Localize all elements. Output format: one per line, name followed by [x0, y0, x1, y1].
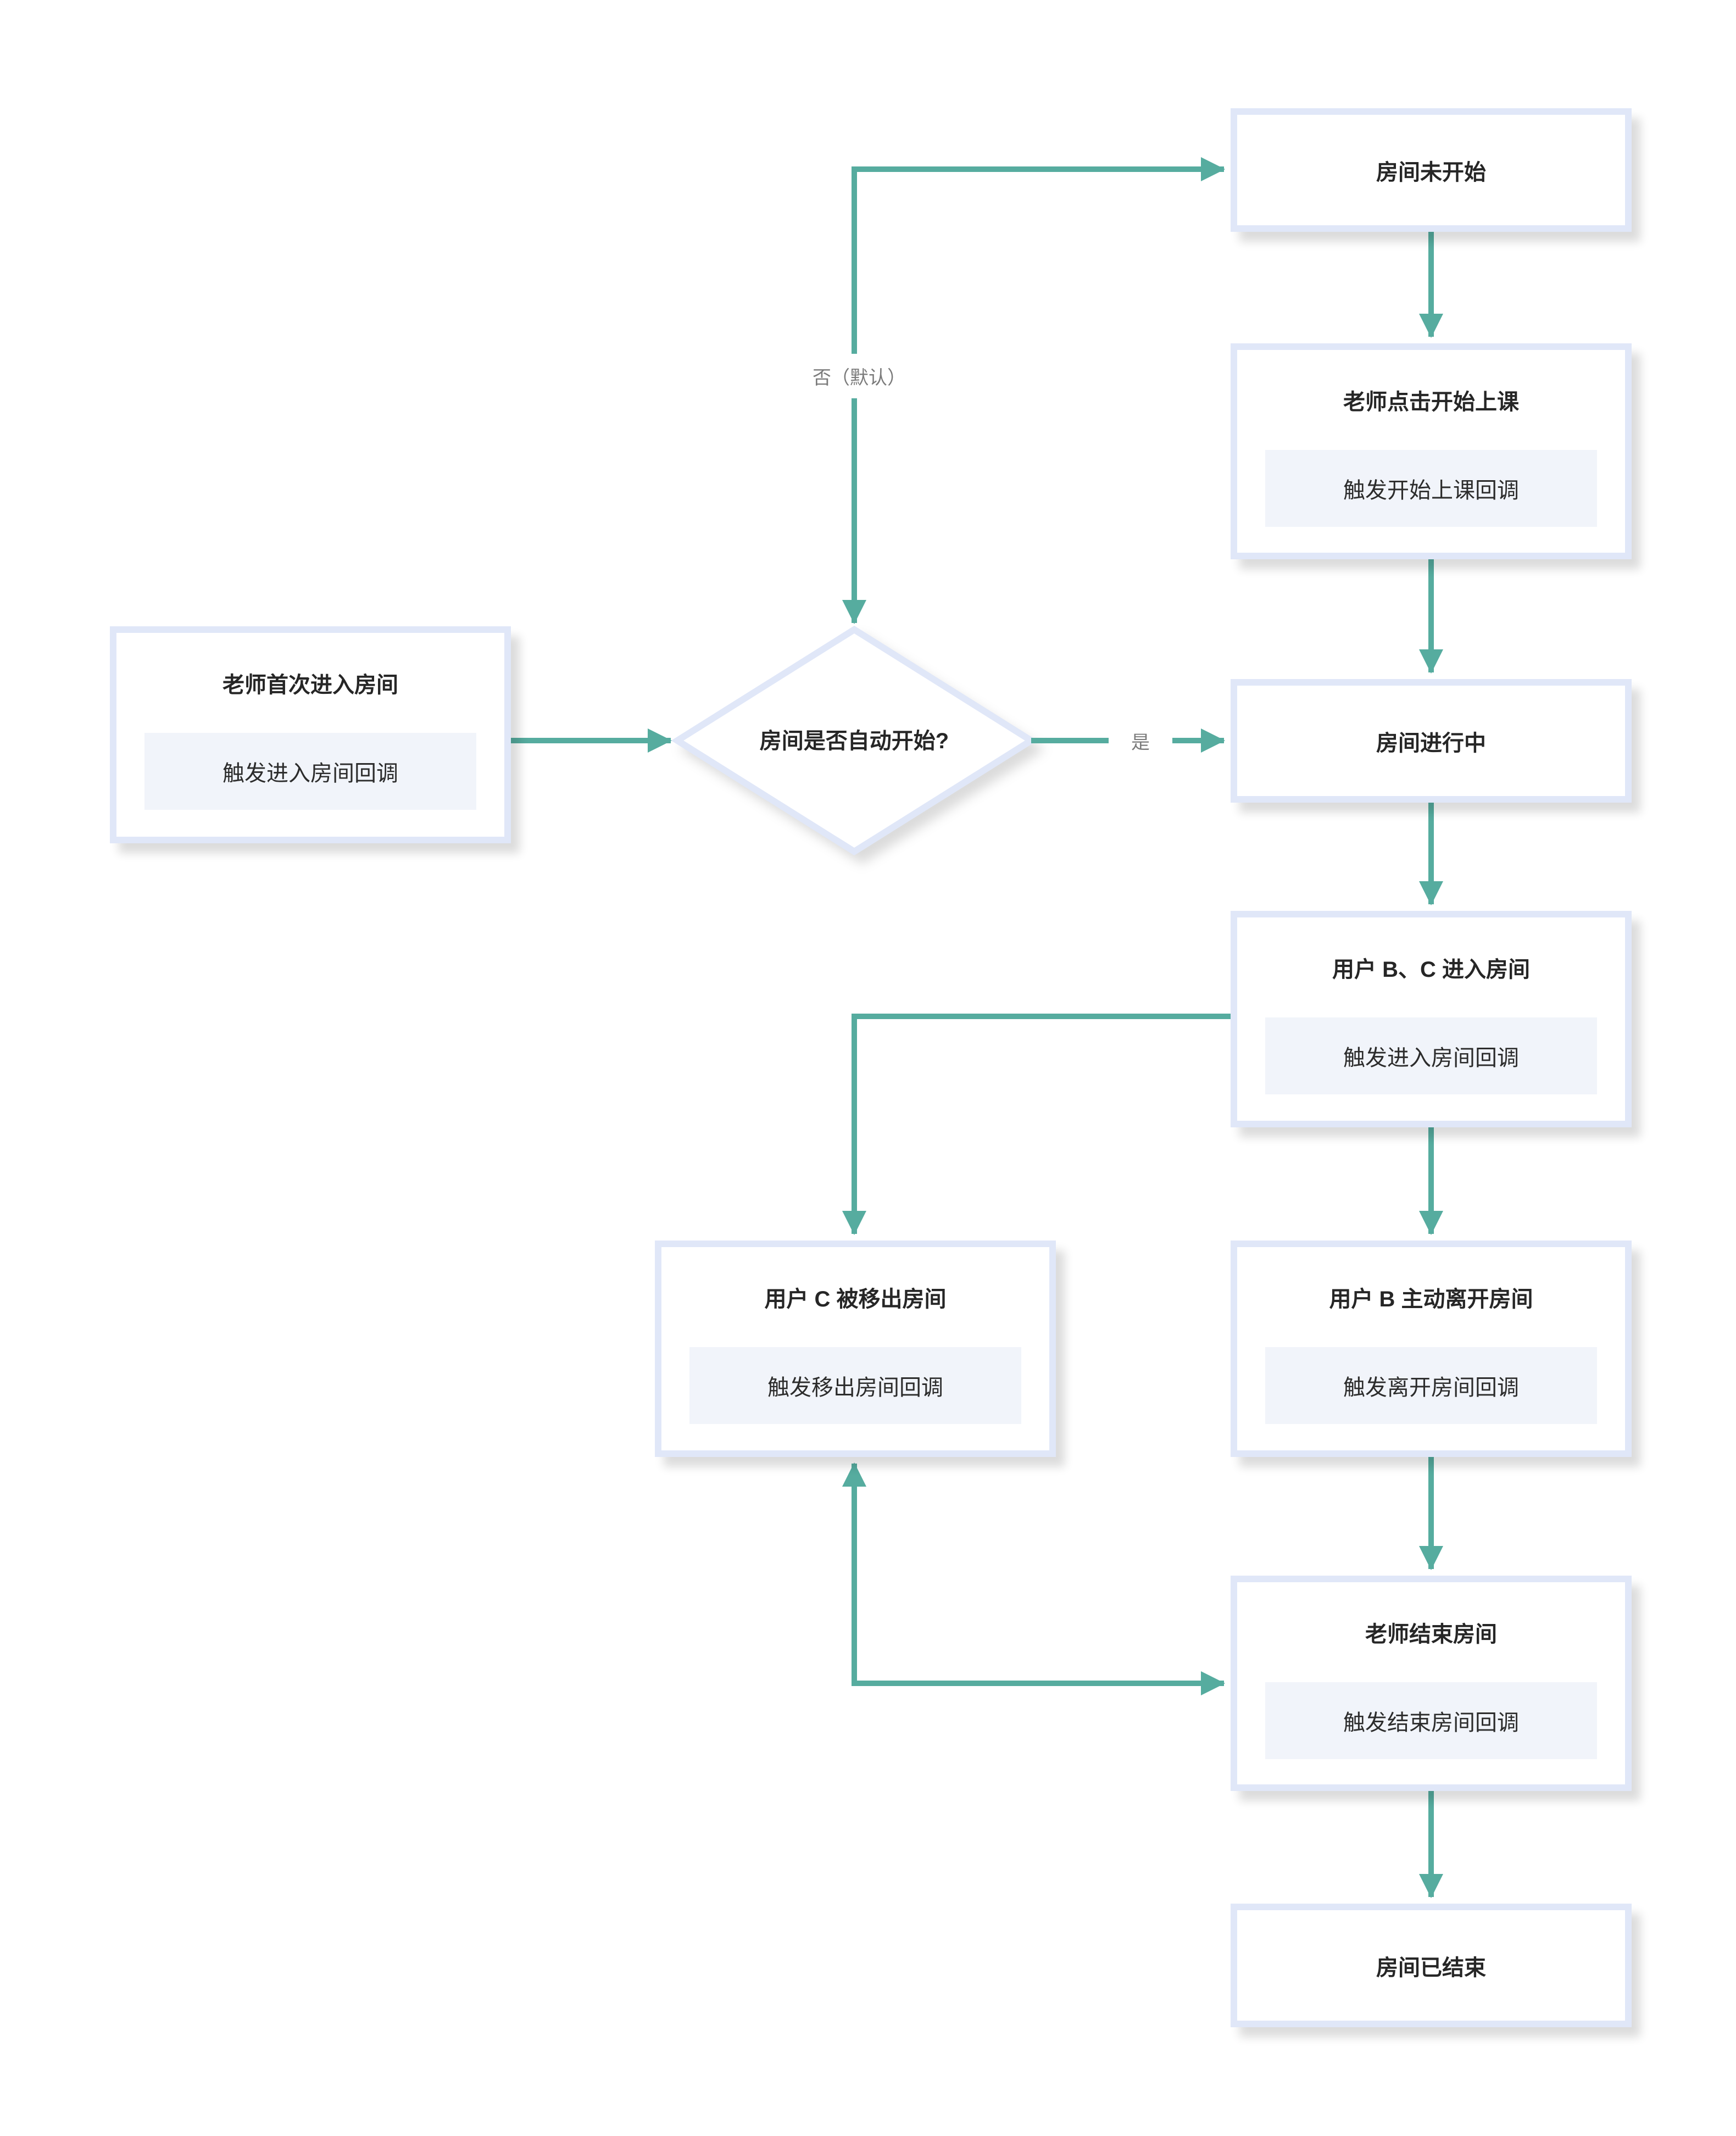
callback-badge: 触发离开房间回调	[1265, 1347, 1597, 1424]
callback-badge: 触发进入房间回调	[144, 733, 476, 810]
node-title: 老师结束房间	[1365, 1622, 1497, 1646]
callback-label: 触发结束房间回调	[1343, 1711, 1519, 1735]
callback-badge: 触发结束房间回调	[1265, 1682, 1597, 1759]
edge-label-no-default: 否（默认）	[768, 354, 950, 398]
node-teacher-end-room: 老师结束房间 触发结束房间回调	[1231, 1576, 1632, 1791]
callback-label: 触发移出房间回调	[767, 1376, 943, 1400]
node-title: 用户 C 被移出房间	[764, 1287, 947, 1311]
decision-diamond-shape	[671, 625, 1038, 856]
callback-badge: 触发进入房间回调	[1265, 1017, 1597, 1094]
node-title: 房间未开始	[1376, 160, 1486, 185]
node-teacher-click-start: 老师点击开始上课 触发开始上课回调	[1231, 343, 1632, 559]
node-title: 老师点击开始上课	[1343, 390, 1519, 414]
callback-badge: 触发移出房间回调	[689, 1347, 1021, 1424]
callback-label: 触发离开房间回调	[1343, 1376, 1519, 1400]
node-title: 房间进行中	[1376, 731, 1486, 755]
node-user-c-removed: 用户 C 被移出房间 触发移出房间回调	[655, 1241, 1056, 1457]
edge-label-yes: 是	[1109, 719, 1172, 763]
node-title: 用户 B、C 进入房间	[1332, 958, 1530, 982]
edge-no-default-decision-to-room-not-started	[842, 157, 1226, 625]
node-teacher-first-enter: 老师首次进入房间 触发进入房间回调	[110, 626, 511, 843]
callback-label: 触发开始上课回调	[1343, 479, 1519, 503]
node-room-not-started: 房间未开始	[1231, 108, 1632, 232]
node-title: 老师首次进入房间	[222, 673, 398, 697]
edge-users-bc-to-user-c-removed	[842, 1014, 1231, 1236]
callback-label: 触发进入房间回调	[222, 761, 398, 786]
node-title: 用户 B 主动离开房间	[1329, 1287, 1533, 1311]
node-user-b-leave: 用户 B 主动离开房间 触发离开房间回调	[1231, 1241, 1632, 1457]
node-title: 房间已结束	[1376, 1955, 1486, 1980]
callback-badge: 触发开始上课回调	[1265, 450, 1597, 527]
node-users-bc-enter: 用户 B、C 进入房间 触发进入房间回调	[1231, 911, 1632, 1127]
callback-label: 触发进入房间回调	[1343, 1046, 1519, 1070]
node-room-ended: 房间已结束	[1231, 1904, 1632, 2027]
decision-auto-start: 房间是否自动开始?	[759, 729, 949, 753]
node-room-in-progress: 房间进行中	[1231, 679, 1632, 803]
edge-teacher-end-to-user-c-removed	[842, 1462, 1226, 1695]
